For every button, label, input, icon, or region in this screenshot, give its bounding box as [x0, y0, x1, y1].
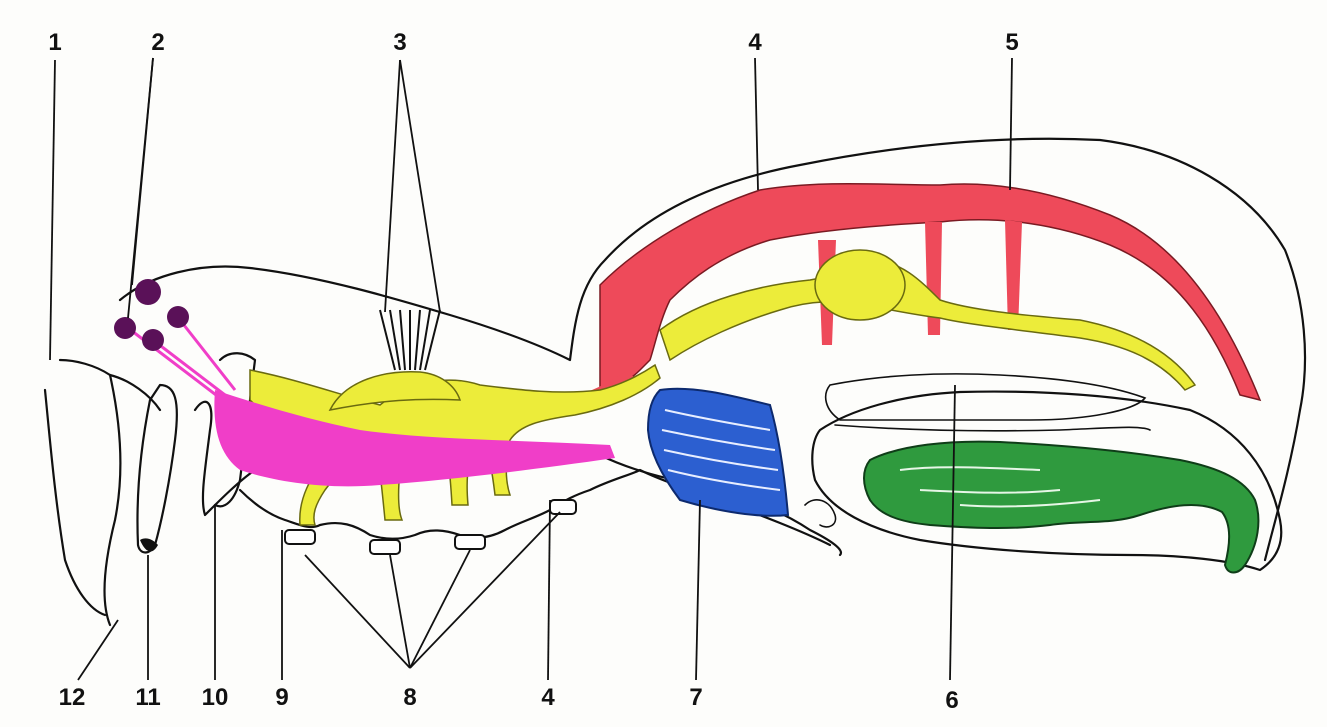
yellow-ganglion-dorsal	[815, 250, 905, 320]
gut-lower	[835, 425, 1150, 431]
label-2: 2	[151, 29, 164, 56]
labrum-outline	[60, 360, 120, 625]
clypeus-outline	[110, 375, 160, 410]
label-5: 5	[1005, 29, 1018, 56]
label-1: 1	[48, 29, 61, 56]
blue-organ	[648, 389, 788, 516]
mandible-outline	[138, 385, 177, 553]
label-4-top: 4	[748, 29, 762, 56]
segment-pad-2	[370, 540, 400, 554]
segment-pad-1	[285, 530, 315, 544]
label-11: 11	[135, 684, 160, 711]
ocelli-nerve-2	[153, 340, 225, 395]
segment-pad-3	[455, 535, 485, 549]
labrum-inner	[45, 390, 105, 615]
label-8: 8	[403, 684, 416, 711]
label-6: 6	[945, 687, 958, 714]
leader-lines	[50, 58, 1012, 680]
label-9: 9	[275, 684, 288, 711]
ocellus-2	[167, 306, 189, 328]
muscle-fan	[380, 310, 440, 370]
label-12: 12	[59, 684, 86, 711]
ocelli-nerve-3	[128, 328, 220, 398]
label-4-bottom: 4	[541, 684, 555, 711]
label-10: 10	[202, 684, 229, 711]
segment-pad-4	[550, 500, 576, 514]
ocellus-4	[142, 329, 164, 351]
ocellus-3	[114, 317, 136, 339]
label-7: 7	[689, 684, 702, 711]
abdomen-fold	[805, 500, 836, 527]
ocellus-1	[135, 279, 161, 305]
label-3: 3	[393, 29, 406, 56]
